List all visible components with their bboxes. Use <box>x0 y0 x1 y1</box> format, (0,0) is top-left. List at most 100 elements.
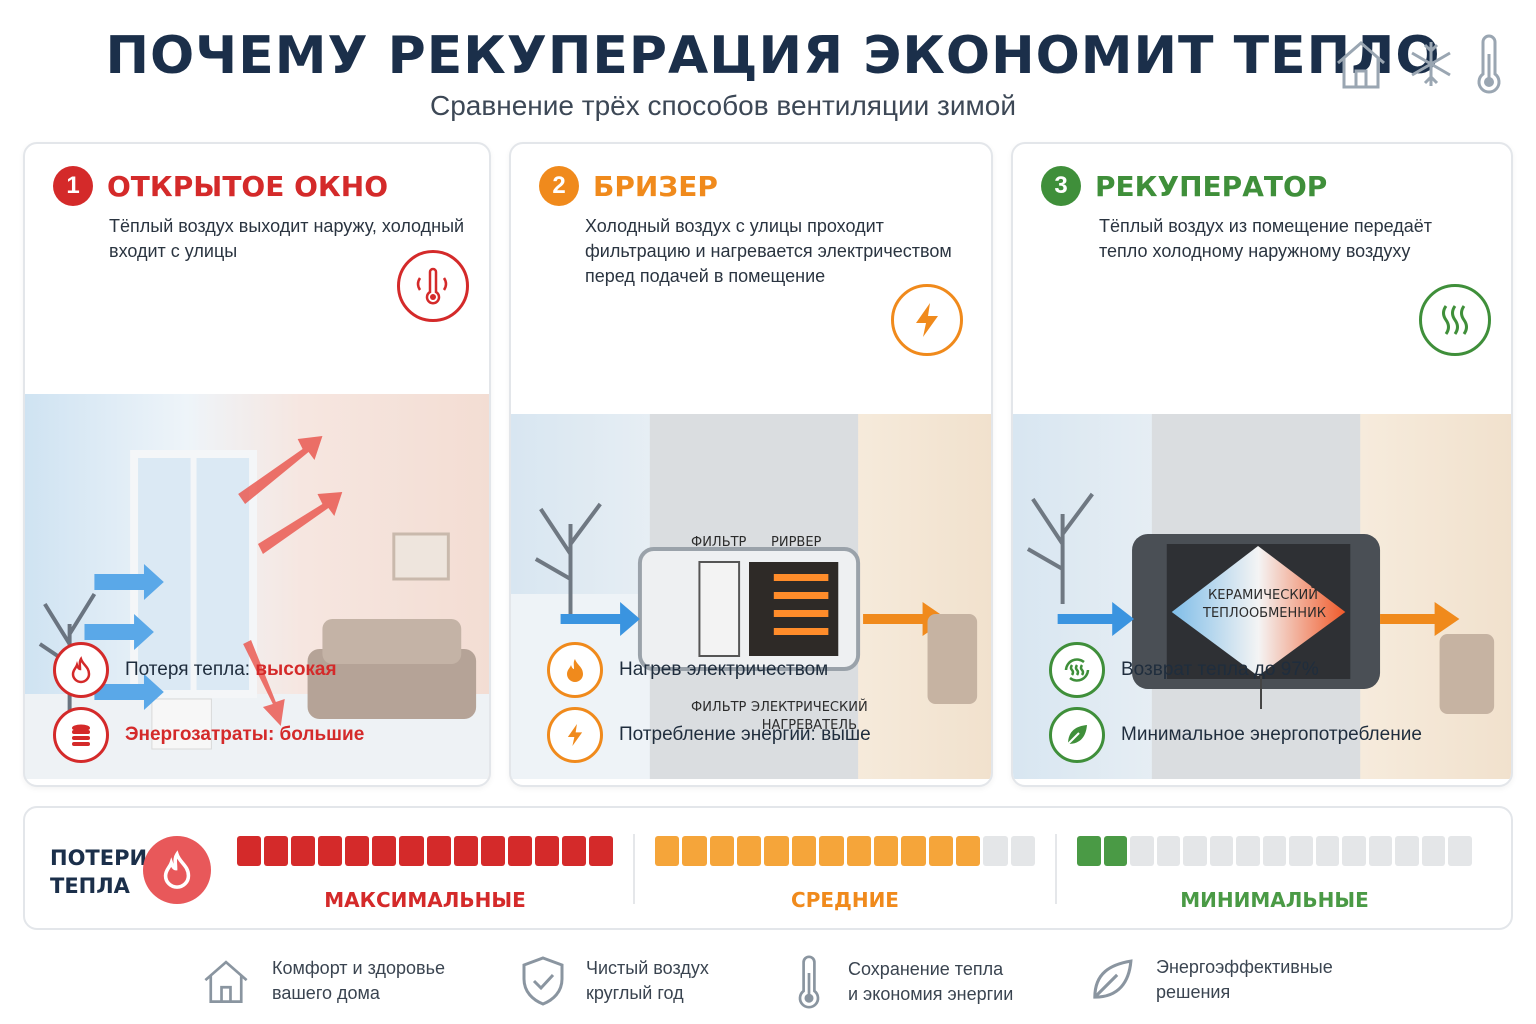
feature-label: Энергозатраты: большие <box>125 724 365 745</box>
card-description: Холодный воздух с улицы проходит фильтра… <box>585 216 952 286</box>
heat-loss-title: ПОТЕРИ ТЕПЛА <box>50 844 147 900</box>
footer-text-line1: Энергоэффективные <box>1156 957 1333 977</box>
bar-segment <box>928 836 953 866</box>
footer-text-line1: Сохранение тепла <box>848 959 1004 979</box>
bar-segment <box>1342 836 1366 866</box>
header-icons <box>1332 34 1506 94</box>
footer-text-line2: решения <box>1156 982 1231 1002</box>
card-number: 2 <box>539 166 579 206</box>
feature-energy-cost: Энергозатраты: большие <box>53 707 364 763</box>
feature-value: высокая <box>255 659 337 680</box>
bar-segment <box>1156 836 1181 866</box>
bar-segment <box>764 836 789 866</box>
bar-segment <box>901 836 926 866</box>
card-breezer: 2 БРИЗЕР Холодный воздух с улицы проходи… <box>509 142 993 787</box>
bar-segment <box>1236 836 1260 866</box>
feature-label: Потребление энергии: выше <box>619 724 871 745</box>
flame-icon <box>143 836 211 904</box>
heat-waves-icon <box>1419 284 1491 356</box>
scene-label-heater-line1: ЭЛЕКТРИЧЕСКИЙ <box>751 700 868 715</box>
bar-segment <box>655 836 680 866</box>
open-window-scene <box>25 394 489 779</box>
bar-segment <box>264 836 289 866</box>
heat-loss-label-max: МАКСИМАЛЬНЫЕ <box>324 888 526 912</box>
bar-segment <box>507 836 532 866</box>
bar-segment <box>737 836 762 866</box>
flame-icon <box>547 642 603 698</box>
bar-segment <box>819 836 844 866</box>
footer-text-line2: и экономия энергии <box>848 984 1014 1004</box>
leaf-icon <box>1093 959 1133 999</box>
heat-loss-bar-max <box>237 836 614 866</box>
shield-check-icon <box>522 956 564 1006</box>
leaf-icon <box>1049 707 1105 763</box>
card-title: БРИЗЕР <box>593 169 718 203</box>
thermometer-icon <box>798 955 820 1009</box>
footer-text-line2: круглый год <box>586 983 684 1003</box>
scene-label-exchanger: КЕРАМИЧЕСКИЙ ТЕПЛООБМЕННИК <box>1203 587 1327 623</box>
bar-segment <box>1010 836 1036 866</box>
bar-segment <box>846 836 871 866</box>
bar-segment <box>291 836 316 866</box>
scene-label-heater-bottom: ЭЛЕКТРИЧЕСКИЙ НАГРЕВАТЕЛЬ <box>751 699 868 735</box>
house-icon <box>1337 41 1385 89</box>
heat-loss-bar-min <box>1077 836 1472 866</box>
bar-segment <box>955 836 981 866</box>
bar-segment <box>426 836 451 866</box>
bar-segment <box>709 836 735 866</box>
card-recuperator: 3 РЕКУПЕРАТОР Тёплый воздух из помещение… <box>1011 142 1513 787</box>
bar-segment <box>453 836 478 866</box>
bar-segment <box>983 836 1008 866</box>
recycle-heat-icon <box>1049 642 1105 698</box>
bar-segment <box>1077 836 1101 866</box>
footer-text-line1: Комфорт и здоровье <box>272 958 445 978</box>
thermometer-heat-icon <box>397 250 469 322</box>
bar-segment <box>682 836 707 866</box>
bar-segment <box>1289 836 1313 866</box>
footer-item-heat-saving: Сохранение тепла и экономия энергии <box>790 955 1013 1009</box>
feature-label: Потеря тепла: <box>125 659 256 680</box>
snowflake-icon <box>1411 42 1451 86</box>
bar-segment <box>480 836 505 866</box>
bar-segment <box>345 836 370 866</box>
scene-label-heater-line2: НАГРЕВАТЕЛЬ <box>761 718 857 733</box>
bar-segment <box>1262 836 1287 866</box>
bar-segment <box>1209 836 1234 866</box>
feature-energy-use: Потребление энергии: выше <box>547 707 871 763</box>
footer-text-line1: Чистый воздух <box>586 958 709 978</box>
footer-item-energy-efficient: Энергоэффективные решения <box>1088 955 1333 1005</box>
thermometer-icon <box>1477 34 1501 94</box>
bar-segment <box>1395 836 1419 866</box>
coins-icon <box>53 707 109 763</box>
scene-label-exchanger-line2: ТЕПЛООБМЕННИК <box>1203 606 1327 621</box>
feature-heat-return: Возврат тепла до 97% <box>1049 642 1319 698</box>
lightning-icon <box>547 707 603 763</box>
bar-segment <box>318 836 343 866</box>
page-title: ПОЧЕМУ РЕКУПЕРАЦИЯ ЭКОНОМИТ ТЕПЛО <box>105 26 1441 86</box>
bar-segment <box>589 836 614 866</box>
bar-segment <box>1368 836 1393 866</box>
heat-loss-panel: ПОТЕРИ ТЕПЛА МАКСИМАЛЬНЫЕ СРЕДНИЕ МИНИМА… <box>23 806 1513 930</box>
bar-segment <box>1103 836 1128 866</box>
scene-label-exchanger-line1: КЕРАМИЧЕСКИЙ <box>1208 588 1318 603</box>
lightning-icon <box>891 284 963 356</box>
page-subtitle: Сравнение трёх способов вентиляции зимой <box>430 90 1016 121</box>
footer-item-comfort: Комфорт и здоровье вашего дома <box>200 955 445 1007</box>
bar-segment <box>873 836 899 866</box>
bar-segment <box>237 836 262 866</box>
heat-loss-title-line1: ПОТЕРИ <box>50 846 148 870</box>
card-title: ОТКРЫТОЕ ОКНО <box>107 169 389 203</box>
house-icon <box>204 960 248 1003</box>
heat-loss-title-line2: ТЕПЛА <box>50 874 130 898</box>
heat-loss-label-mid: СРЕДНИЕ <box>791 888 899 912</box>
scene-label-heater-top: РИРВЕР <box>771 535 822 550</box>
feature-label: Минимальное энергопотребление <box>1121 724 1422 745</box>
bar-segment <box>1315 836 1340 866</box>
feature-label: Нагрев электричеством <box>619 659 829 680</box>
bar-segment <box>1448 836 1472 866</box>
bar-segment <box>561 836 587 866</box>
card-number: 1 <box>53 166 93 206</box>
footer-text-line2: вашего дома <box>272 983 380 1003</box>
footer-item-clean-air: Чистый воздух круглый год <box>520 955 709 1007</box>
bar-segment <box>1421 836 1446 866</box>
